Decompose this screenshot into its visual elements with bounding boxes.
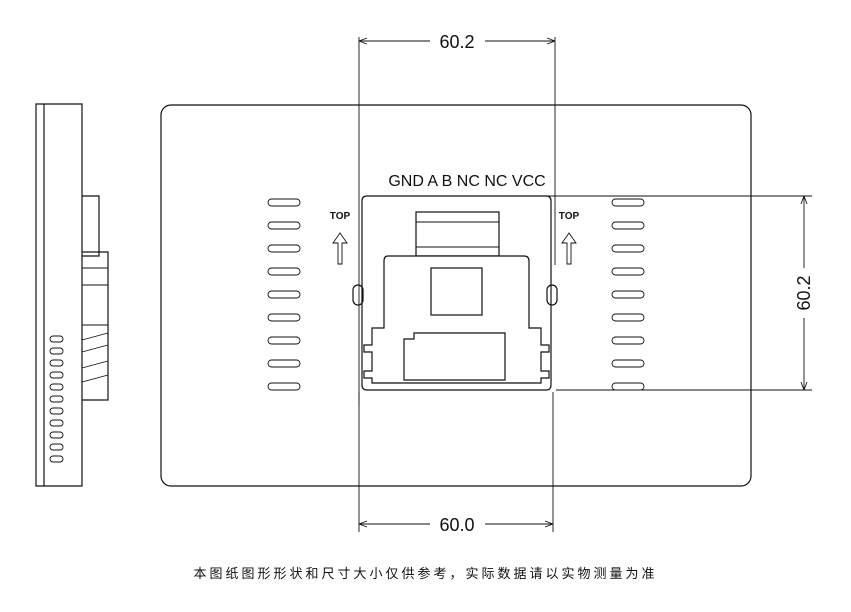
- vent-slot: [267, 336, 301, 345]
- right-vent-slots: [611, 198, 645, 391]
- left-oval-hole: [352, 284, 364, 306]
- side-vent-slot: [49, 443, 64, 451]
- vent-slot: [267, 290, 301, 299]
- panel-outline: [160, 104, 752, 487]
- disclaimer-caption: 本图纸图形形状和尺寸大小仅供参考，实际数据请以实物测量为准: [193, 567, 658, 582]
- side-vent-slot: [49, 395, 64, 403]
- vent-slot: [611, 359, 645, 368]
- side-vent-slot: [49, 359, 64, 367]
- vent-slot: [267, 313, 301, 322]
- bottom-width-dimension: 60.0: [439, 515, 474, 535]
- side-vent-slot: [49, 455, 64, 463]
- pin-labels: GND A B NC NC VCC: [388, 173, 545, 190]
- left-top-indicator: TOP: [330, 211, 351, 265]
- vent-slot: [267, 267, 301, 276]
- vent-slot: [611, 382, 645, 391]
- vent-slot: [611, 198, 645, 207]
- bracket-plate: [363, 255, 550, 384]
- left-top-label: TOP: [330, 211, 351, 222]
- vent-slot: [267, 221, 301, 230]
- mounting-box: [361, 195, 552, 391]
- vent-slot: [267, 198, 301, 207]
- right-top-indicator: TOP: [559, 211, 580, 265]
- side-vent-slot: [49, 383, 64, 391]
- front-view: TOP TOP GND A B NC NC VCC: [160, 104, 752, 487]
- right-top-label: TOP: [559, 211, 580, 222]
- side-vent-slots: [49, 335, 64, 463]
- vent-slot: [267, 382, 301, 391]
- side-vent-slot: [49, 335, 64, 343]
- vent-slot: [611, 336, 645, 345]
- connector-block: [415, 211, 500, 257]
- chip-square: [430, 267, 483, 316]
- side-vent-slot: [49, 419, 64, 427]
- dimension-lines: 60.2 60.0 60.2: [358, 32, 814, 535]
- side-vent-slot: [49, 431, 64, 439]
- right-oval-hole: [546, 284, 558, 306]
- label-area: [403, 332, 506, 381]
- right-height-dimension: 60.2: [794, 275, 814, 310]
- left-up-arrow-icon: [332, 232, 348, 265]
- side-vent-slot: [49, 371, 64, 379]
- vent-slot: [611, 267, 645, 276]
- vent-slot: [267, 244, 301, 253]
- top-width-dimension: 60.2: [439, 32, 474, 52]
- left-vent-slots: [267, 198, 301, 391]
- vent-slot: [267, 359, 301, 368]
- side-vent-slot: [49, 407, 64, 415]
- vent-slot: [611, 313, 645, 322]
- side-view: [35, 103, 109, 487]
- right-up-arrow-icon: [561, 232, 577, 265]
- vent-slot: [611, 221, 645, 230]
- side-vent-slot: [49, 347, 64, 355]
- vent-slot: [611, 290, 645, 299]
- vent-slot: [611, 244, 645, 253]
